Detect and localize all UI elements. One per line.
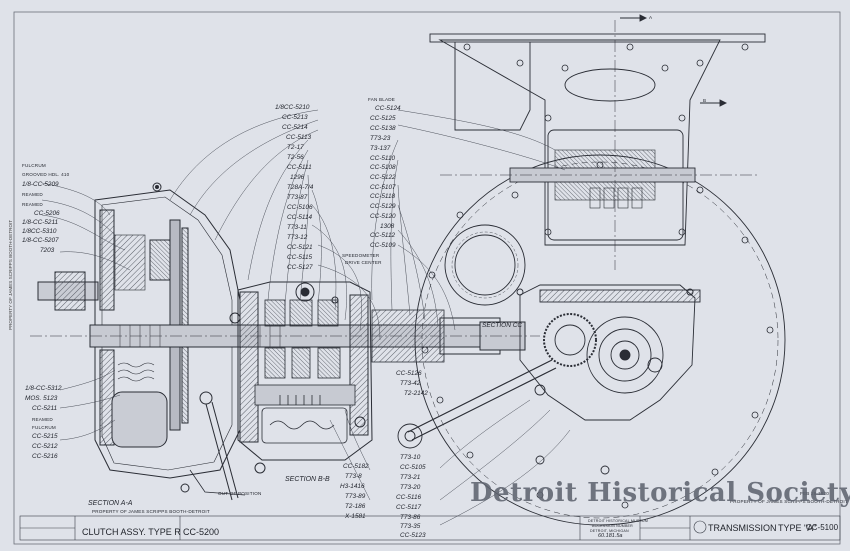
callout-label: T73-12 [287, 234, 308, 241]
callout-label: T2-17 [287, 144, 304, 151]
callout-label: T73-35 [400, 523, 421, 530]
callout-label: 1/8-CC-5211 [22, 219, 59, 226]
callout-label: CC-5138 [370, 125, 396, 132]
left-title: CLUTCH ASSY. TYPE R [82, 527, 181, 537]
callout-label: T73-20 [400, 484, 421, 491]
museum-stamp-line: ACCESSION NUMBER [592, 524, 633, 528]
callout-label: 7203 [40, 247, 55, 254]
callout-label: T73-86 [400, 514, 421, 521]
property-note-right: PROPERTY OF JAMES SCRIPPS BOOTH-DETROIT [730, 499, 848, 504]
callout-label: T3-137 [370, 145, 391, 152]
callout-label: 1/8-CC-5207 [22, 237, 59, 244]
callout-label: 1/8CC-5310 [22, 228, 57, 235]
callout-label: 1/8-CC-5209 [22, 181, 59, 188]
callout-label: CC-5112 [370, 232, 396, 239]
callout-label: CC-5116 [396, 494, 422, 501]
watermark-text: Detroit Historical Society [470, 478, 850, 508]
callout-label: MOS. 5123 [25, 395, 58, 402]
callout-label: H3-1416 [340, 483, 365, 490]
callout-label: CC-5109 [370, 242, 396, 249]
callout-label: CC-5117 [396, 504, 422, 511]
callout-label: FAN BLADE [368, 97, 396, 102]
callout-label: CC-5122 [370, 174, 396, 181]
out-of-position-note: OUT OF POSITION [218, 491, 262, 496]
callout-label: CC-5125 [370, 115, 396, 122]
callout-label: CC-5126 [396, 370, 422, 377]
flange-end-view [397, 154, 786, 526]
callout-label: CC-5212 [32, 443, 58, 450]
callout-label: CC-5107 [370, 184, 396, 191]
callout-label: T2-186 [345, 503, 366, 510]
catalog-number: 60.181.5a [598, 533, 623, 539]
callout-label: REAMED [32, 417, 53, 422]
property-note-left: PROPERTY OF JAMES SCRIPPS BOOTH-DETROIT [92, 509, 210, 514]
callout-label: T73-87 [287, 194, 308, 201]
callout-label: CC-5124 [375, 105, 401, 112]
section-arrow-b: B [703, 98, 707, 103]
section-label-aa: SECTION A-A [88, 500, 133, 507]
callout-label: CC-5214 [282, 124, 308, 131]
callout-label: CC-5115 [287, 254, 313, 261]
callout-label: FULCRUM [32, 425, 56, 430]
section-label-bb: SECTION B-B [285, 476, 330, 483]
callout-label: T73-21 [400, 474, 421, 481]
callout-label: CC-5206 [34, 210, 60, 217]
callout-label: CC-5110 [370, 155, 396, 162]
left-drawing-number: CC-5200 [183, 527, 220, 537]
callout-label: T73-42 [400, 380, 421, 387]
callout-label: 1/8-CC-5312 [25, 385, 62, 392]
right-title: TRANSMISSION [708, 523, 777, 533]
callout-label: T28A-7/4 [287, 184, 314, 191]
callout-label: CC-5182 [343, 463, 369, 470]
callout-label: CC-5106 [287, 204, 313, 211]
callout-label: CC-5216 [32, 453, 58, 460]
right-type: TYPE "A" [778, 523, 817, 533]
callout-label: 1308 [380, 223, 395, 230]
callout-label: CC-5120 [370, 213, 396, 220]
museum-stamp-line: DETROIT HISTORICAL MUSEUM [588, 519, 649, 523]
callout-label: CC-5105 [400, 464, 426, 471]
callout-label: T73-23 [370, 135, 391, 142]
right-drawing-number: CC-5100 [806, 523, 839, 532]
drawing-date: FEB 28 1920 [800, 491, 830, 496]
callout-label: CC-5127 [287, 264, 313, 271]
callout-label: FULCRUM [22, 163, 46, 168]
callout-label: CC-5129 [370, 203, 396, 210]
callout-label: CC-5108 [370, 164, 396, 171]
leader-lines [41, 109, 571, 526]
callout-label: REAMED [22, 192, 43, 197]
callout-label: CC-5121 [287, 244, 313, 251]
callout-label: X-1581 [345, 513, 366, 520]
callout-label: CC-5118 [370, 193, 396, 200]
title-block-lines [19, 515, 841, 541]
callout-label: T73-11 [287, 224, 307, 231]
callout-label: CC-5215 [32, 433, 58, 440]
callout-label: 1/8CC-5210 [275, 104, 310, 111]
speedometer-note: SPEEDOMETER [342, 253, 380, 258]
callout-label: CC-5123 [400, 532, 426, 539]
museum-stamp-line: DETROIT, MICHIGAN [590, 529, 629, 533]
callout-label: T73-8 [345, 473, 362, 480]
callout-label: CC-5111 [287, 164, 312, 171]
callout-label: GROOVED HDL. 410 [22, 172, 70, 177]
callout-label: T2-56 [287, 154, 304, 161]
drive-center-note: DRIVE CENTER [345, 260, 382, 265]
callout-label: REAMED [22, 202, 43, 207]
callout-label: CC-5211 [32, 405, 58, 412]
transmission-case [229, 281, 445, 474]
callout-label: T2-2142 [404, 390, 428, 397]
property-note-vertical: PROPERTY OF JAMES SCRIPPS BOOTH-DETROIT [8, 219, 13, 330]
sheet-border [13, 11, 841, 545]
callout-label: CC-5213 [282, 114, 308, 121]
callout-label: CC-5113 [286, 134, 312, 141]
callout-label: CC-5114 [287, 214, 313, 221]
callout-label: T73-10 [400, 454, 421, 461]
section-label-cc: SECTION CC [482, 322, 523, 329]
callout-label: T73-89 [345, 493, 366, 500]
callout-label: 1296 [290, 174, 305, 181]
top-view [429, 14, 766, 270]
section-arrow-a: A [649, 15, 653, 20]
